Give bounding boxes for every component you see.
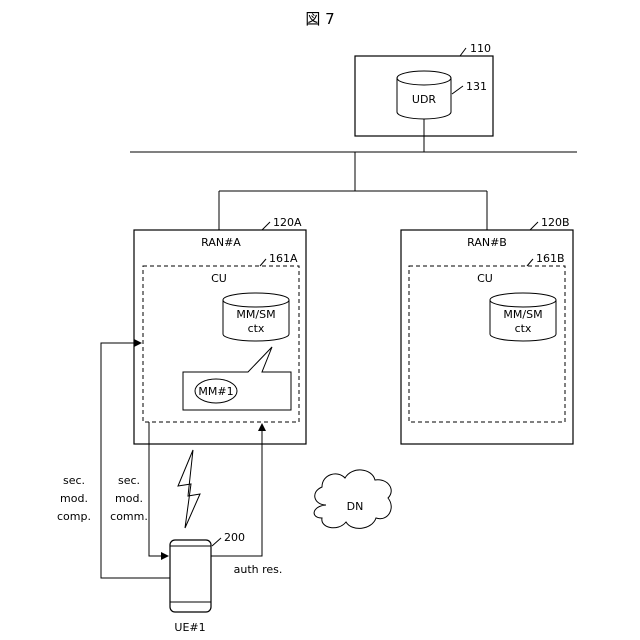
ctx-b-line1: MM/SM: [503, 308, 542, 321]
sec-mod-comm-line1: sec.: [118, 474, 140, 487]
ue-device: 200 UE#1: [170, 531, 245, 634]
udr-node-ref: 110: [470, 42, 491, 55]
ctx-a-line2: ctx: [248, 322, 265, 335]
cu-b-label: CU: [477, 272, 493, 285]
cu-b-ref: 161B: [536, 252, 565, 265]
sec-mod-comm-line2: mod.: [115, 492, 143, 505]
sec-mod-comp-line2: mod.: [60, 492, 88, 505]
ran-b-label: RAN#B: [467, 236, 507, 249]
cu-a-ref: 161A: [269, 252, 298, 265]
auth-res-label: auth res.: [234, 563, 283, 576]
dn-label: DN: [347, 500, 364, 513]
udr-database-label: UDR: [412, 93, 437, 106]
sec-mod-comp-line1: sec.: [63, 474, 85, 487]
cu-a-label: CU: [211, 272, 227, 285]
wireless-link-icon: [178, 450, 200, 528]
ran-a-label: RAN#A: [201, 236, 241, 249]
ran-a-node: 120A RAN#A 161A CU MM/SM ctx MM#1: [134, 216, 306, 444]
figure-title: 図 7: [305, 10, 334, 28]
ran-b-node: 120B RAN#B 161B CU MM/SM ctx: [401, 216, 573, 444]
ctx-b-line2: ctx: [515, 322, 532, 335]
ctx-a-line1: MM/SM: [236, 308, 275, 321]
ran-b-ref: 120B: [541, 216, 570, 229]
ue-label: UE#1: [174, 621, 205, 634]
ue-ref: 200: [224, 531, 245, 544]
ran-a-ref: 120A: [273, 216, 302, 229]
sec-mod-comp-line3: comp.: [57, 510, 91, 523]
udr-node: 110 UDR 131: [355, 42, 493, 152]
sec-mod-comm-line3: comm.: [110, 510, 148, 523]
udr-database-ref: 131: [466, 80, 487, 93]
mm-context-label: MM#1: [198, 385, 233, 398]
